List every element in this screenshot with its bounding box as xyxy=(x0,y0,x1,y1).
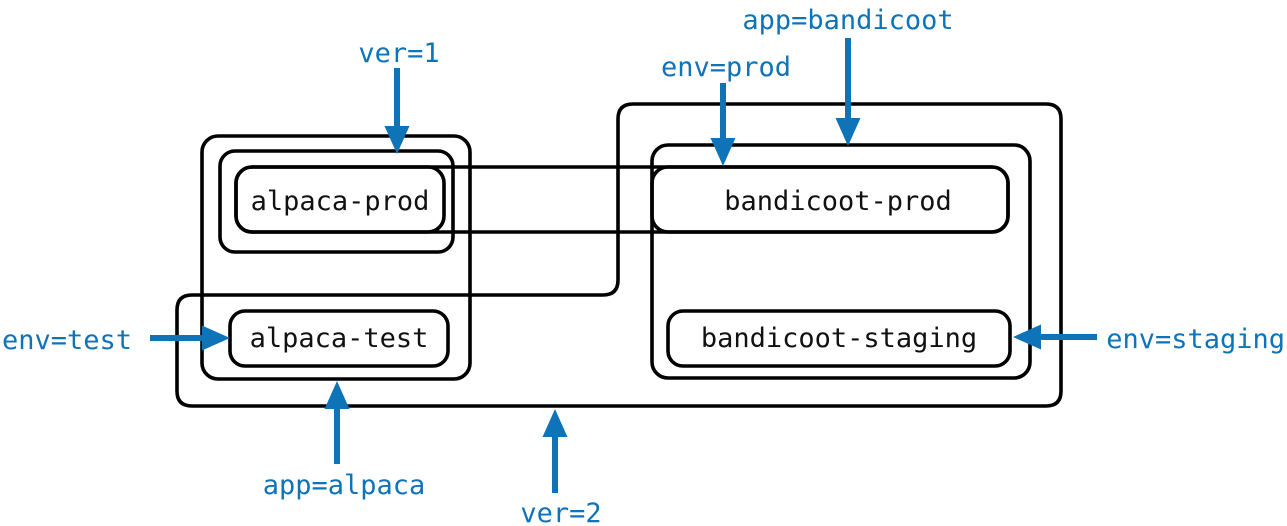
app-bandicoot-boundary xyxy=(650,143,1032,380)
app-alpaca-arrow xyxy=(324,381,350,464)
node-bandicoot-staging-box xyxy=(666,309,1012,368)
env-test-arrow xyxy=(150,325,230,351)
node-alpaca-test-box xyxy=(228,309,450,368)
env-prod-arrow xyxy=(710,83,736,166)
node-alpaca-prod-label: alpaca-prod xyxy=(251,186,430,217)
selector-label-app-bandicoot: app=bandicoot xyxy=(742,5,953,36)
ver1-boundary xyxy=(218,149,455,254)
ver1-arrow xyxy=(384,68,410,154)
node-bandicoot-prod-label: bandicoot-prod xyxy=(724,186,952,217)
selector-label-env-staging: env=staging xyxy=(1106,324,1285,355)
node-alpaca-test-label: alpaca-test xyxy=(250,323,429,354)
node-bandicoot-staging-label: bandicoot-staging xyxy=(701,323,977,354)
ver2-boundary xyxy=(175,102,1063,408)
selector-label-env-test: env=test xyxy=(2,325,132,356)
selector-label-env-prod: env=prod xyxy=(661,52,791,83)
node-bandicoot-prod-box xyxy=(650,165,1010,234)
selector-label-app-alpaca: app=alpaca xyxy=(263,470,426,501)
ver2-arrow xyxy=(542,409,568,493)
app-alpaca-boundary xyxy=(200,134,472,381)
app-bandicoot-arrow xyxy=(835,38,861,146)
env-staging-arrow xyxy=(1013,324,1097,350)
node-alpaca-prod-box xyxy=(234,165,446,234)
selector-label-ver1: ver=1 xyxy=(358,38,439,69)
selector-label-ver2: ver=2 xyxy=(520,498,601,526)
